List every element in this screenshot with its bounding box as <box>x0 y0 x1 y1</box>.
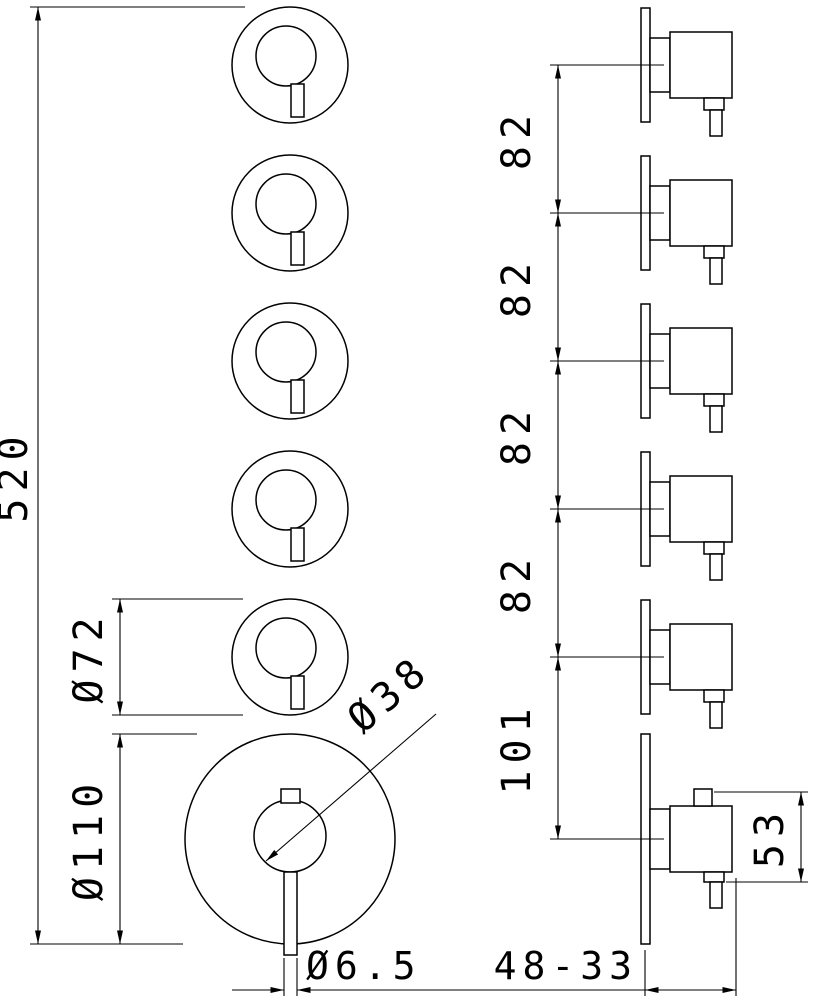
dim-plate-diameter: Ø110 <box>66 733 197 944</box>
dim-label-knob-diameter: Ø72 <box>66 610 112 703</box>
side-views <box>640 7 733 945</box>
leader-line <box>265 713 437 862</box>
front-knob-1 <box>231 6 349 124</box>
front-knob-5 <box>231 598 349 716</box>
dim-label-outlet-offset: 53 <box>747 806 793 868</box>
main-side-boss <box>703 871 725 883</box>
side-valve-2 <box>640 155 733 285</box>
dim-label-handle-diameter: Ø38 <box>339 646 440 742</box>
side-valve-5 <box>640 599 733 729</box>
dim-label-total-height: 520 <box>0 429 37 522</box>
front-main-valve <box>184 733 396 956</box>
dim-outlet-offset: 53 <box>714 791 808 883</box>
main-hub-circle <box>253 799 327 873</box>
front-knob-3 <box>231 302 349 420</box>
main-lever-pin <box>283 871 298 956</box>
side-valve-1 <box>640 7 733 137</box>
main-top-tab <box>280 788 301 804</box>
dim-label-pin-diameter: Ø6.5 <box>306 944 422 988</box>
dim-spacing-chain: 82 82 82 82 101 <box>494 64 664 840</box>
dim-label-depth-range: 48-33 <box>494 944 638 988</box>
front-knob-2 <box>231 154 349 272</box>
side-valve-4 <box>640 451 733 581</box>
dim-label-spacing-1: 82 <box>494 108 540 170</box>
dim-pin-diameter: Ø6.5 <box>232 944 645 996</box>
dim-label-plate-diameter: Ø110 <box>66 777 112 901</box>
dim-label-spacing-3: 82 <box>494 404 540 466</box>
main-side-knob <box>669 805 733 873</box>
dim-total-height: 520 <box>0 6 245 945</box>
side-valve-3 <box>640 303 733 433</box>
front-view <box>184 6 396 956</box>
dim-label-spacing-2: 82 <box>494 256 540 318</box>
dim-label-spacing-5: 101 <box>494 701 540 794</box>
main-side-pin <box>709 881 723 909</box>
main-side-top-tab <box>693 788 713 807</box>
dim-knob-diameter: Ø72 <box>66 598 243 716</box>
dim-depth-range: 48-33 <box>494 878 737 996</box>
dim-label-spacing-4: 82 <box>494 552 540 614</box>
front-knob-4 <box>231 450 349 568</box>
